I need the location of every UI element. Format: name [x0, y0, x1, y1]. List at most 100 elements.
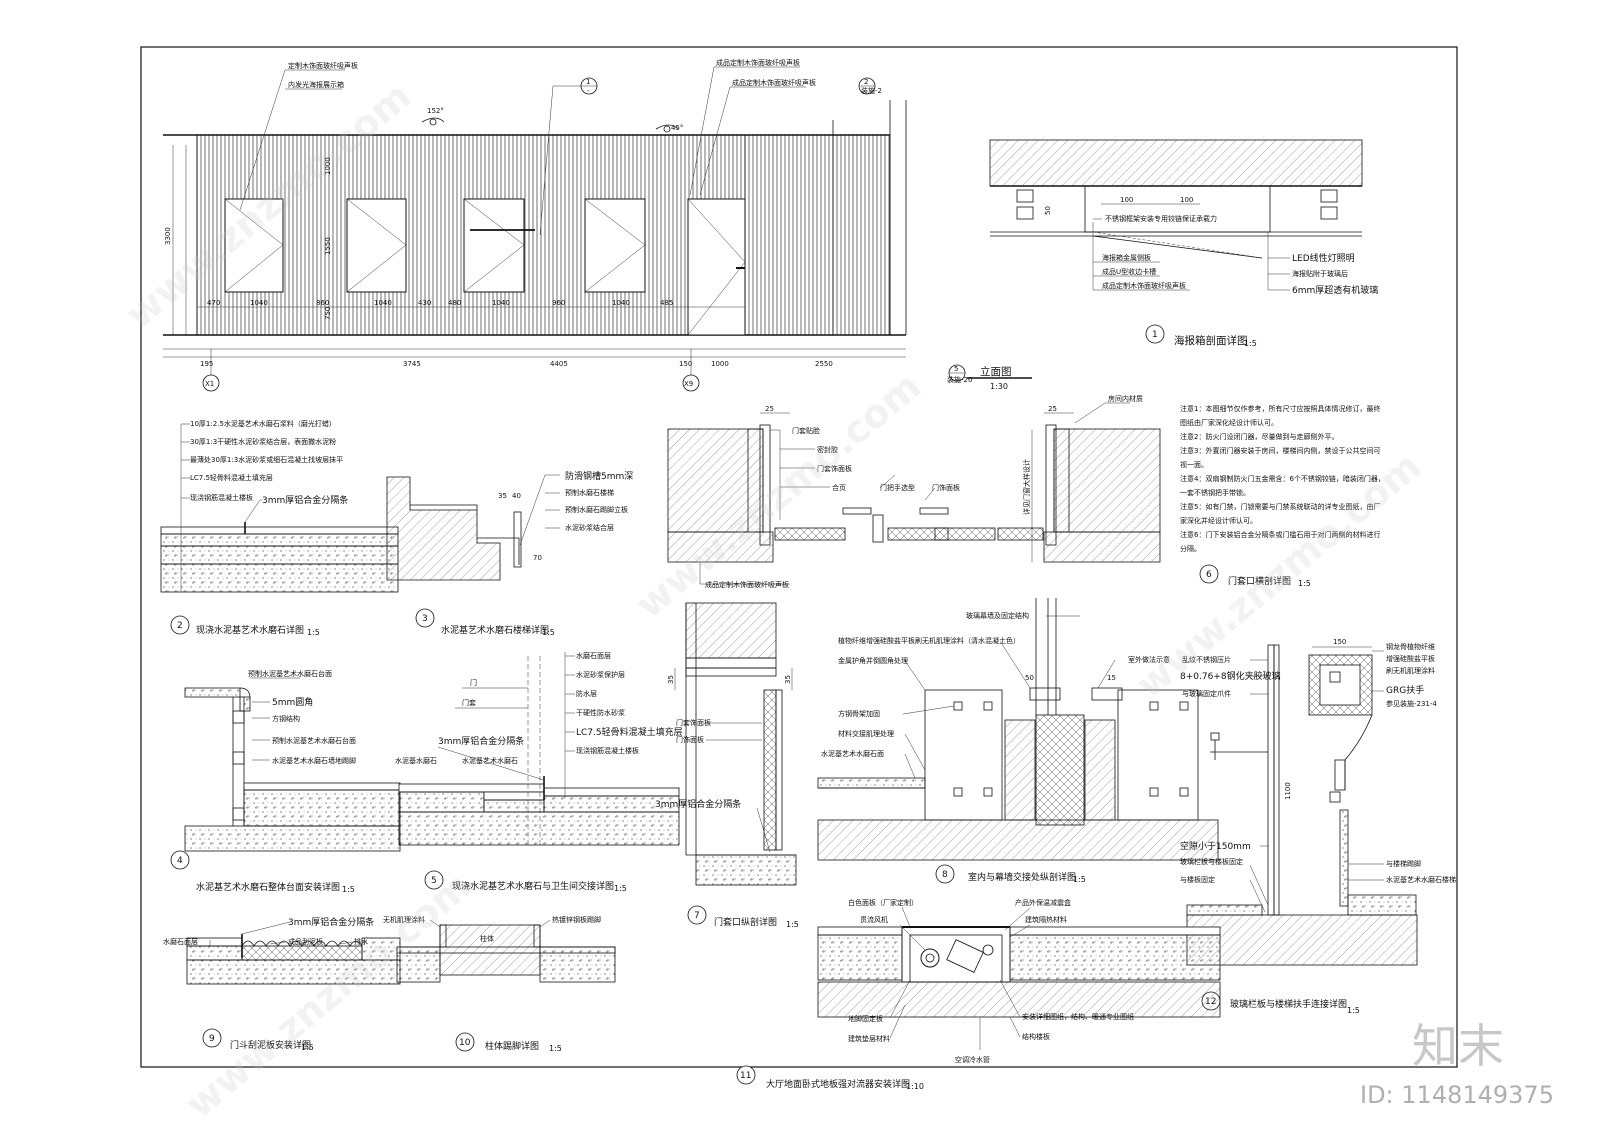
d11-label-8: 空调冷水管	[955, 1055, 990, 1064]
callout-panel-a: 成品定制木饰面玻纤吸声板	[716, 58, 800, 67]
d12-label-6: GRG扶手	[1386, 684, 1424, 696]
d2-title: 现浇水泥基艺术水磨石详图	[196, 624, 304, 636]
d2-label-3: LC7.5轻骨料混凝土填充层	[190, 473, 273, 482]
d7-label-0: 门套饰面板	[676, 718, 711, 727]
detail-7-door-frame-section: 35 35 门套饰面板 门饰面板 3mm厚铝合金分隔条 7 门套口纵剖详图 1:…	[655, 602, 799, 929]
d6-label-7: 房间内材质	[1108, 394, 1143, 403]
detail-2-terrazzo: 10厚1:2.5水泥基艺术水磨石浆料（磨光打蜡） 30厚1:3干硬性水泥砂浆结合…	[160, 419, 399, 637]
watermark-4: www.znzmo.com	[178, 864, 480, 1127]
d6-label-0: 门套贴脸	[792, 426, 820, 435]
d11-label-6: 安装详细图纸，结构、暖通专业图纸	[1022, 1012, 1134, 1021]
bdim-4: 1000	[711, 360, 729, 368]
note-line-10: 分隔。	[1180, 544, 1201, 553]
window-4	[584, 198, 646, 293]
d7-title: 门套口纵剖详图	[714, 916, 777, 928]
d8-label-2: 金属护角并倒圆角处理	[838, 656, 908, 665]
d3-scale: 1:5	[542, 628, 555, 637]
d4-title: 水泥基艺术水磨石整体台面安装详图	[196, 881, 340, 893]
d12-label-8: 空隙小于150mm	[1180, 840, 1251, 852]
detail-10-column-skirting: 无机肌理涂料 柱体 热镀锌钢板踢脚 10 柱体踢脚详图 1:5	[383, 915, 616, 1053]
d8-label-6: 室外做法示意	[1128, 655, 1170, 664]
d6-label-3: 合页	[832, 483, 846, 492]
d3-title: 水泥基艺术水磨石楼梯详图	[441, 624, 549, 636]
d6-dim-1: 25	[1048, 405, 1057, 413]
section-mark-1-sub: -	[587, 87, 590, 95]
section-mark-2: 2	[864, 78, 868, 86]
d11-label-4: 地脚固定板	[848, 1014, 883, 1023]
bdim-2: 4405	[550, 360, 568, 368]
d2-label-1: 30厚1:3干硬性水泥砂浆结合层，表面撒水泥粉	[190, 437, 336, 446]
d11-label-3: 建筑隔热材料	[1025, 915, 1067, 924]
elevation-title-num: 5	[954, 365, 958, 373]
d11-label-1: 贯流风机	[860, 915, 888, 924]
d12-label-4: 增强硅酸盐平板	[1386, 654, 1435, 663]
d7-label-1: 门饰面板	[676, 735, 704, 744]
door	[687, 198, 746, 336]
detail-1-poster-box: 100 100 50 不锈钢框架安装专用铰链保证承载力 海报箱金属侧板 成品U型…	[989, 139, 1378, 348]
note-line-6: 一套不锈钢把手带锁。	[1180, 488, 1250, 497]
d4-label-2: 方钢结构	[272, 714, 300, 723]
window-3	[463, 198, 535, 293]
d9-label-3: 水磨石面层	[163, 937, 198, 946]
dim-v-3: 750	[324, 307, 332, 320]
note-line-8: 家深化并经设计师认可。	[1180, 516, 1257, 525]
note-line-2: 注意2：防火门设闭门器，尽量做到与走廊侧外平。	[1180, 432, 1338, 441]
d8-label-3: 方钢骨架加固	[838, 709, 880, 718]
d9-label-2: 排水	[354, 937, 368, 946]
detail-3-stair: 35 40 70 防滑钢槽5mm深 预制水磨石楼梯 预制水磨石踢脚立板 水泥砂浆…	[386, 470, 633, 637]
d6-title: 门套口横剖详图	[1228, 575, 1291, 587]
detail-6-door-frame-plan: 25 25 门套贴脸 密封胶 门套饰面板 合页 门把手选型 门饰面板 成品定制木…	[667, 394, 1311, 589]
d3-label-3: 水泥砂浆结合层	[565, 523, 614, 532]
d5-num: 5	[431, 876, 437, 886]
wdim-3: 1040	[374, 299, 392, 307]
bdim-1: 3745	[403, 360, 421, 368]
note-line-0: 注意1：本图细节仅作参考，所有尺寸应按照具体情况修订，最终	[1180, 404, 1380, 413]
dim-v-2: 1550	[324, 237, 332, 255]
d10-title: 柱体踢脚详图	[485, 1040, 539, 1052]
d4-scale: 1:5	[342, 885, 355, 894]
d3-dim-0: 35	[498, 492, 507, 500]
wdim-0: 470	[207, 299, 220, 307]
total-height-dim: 3300	[164, 227, 172, 245]
wdim-9: 485	[660, 299, 673, 307]
window-2	[346, 198, 407, 293]
detail-5-bathroom-junction: 门 门套 3mm厚铝合金分隔条 水泥基水磨石 水泥基艺术水磨石 水磨石面层 水泥…	[395, 651, 683, 893]
note-line-9: 注意6：门下安装铝合金分隔条或门槛石用于对门两侧的材料进行	[1180, 530, 1380, 539]
callout-poster-box: 内发光海报展示箱	[288, 80, 344, 89]
d7-dim-1: 35	[784, 675, 792, 684]
d5-scale: 1:5	[614, 884, 627, 893]
d2-label-5: 3mm厚铝合金分隔条	[262, 494, 348, 506]
d8-label-1: 植物纤维增强硅酸盐平板刷无机肌理涂料（清水混凝土色）	[838, 636, 1020, 645]
brand-logo-text: 知末	[1412, 1019, 1504, 1073]
d6-label-8: 详见门窗大样设计	[1022, 459, 1031, 515]
d11-label-5: 建筑垫层材料	[848, 1034, 890, 1043]
d12-label-5: 刷无机肌理涂料	[1386, 666, 1435, 675]
d12-scale: 1:5	[1347, 1006, 1360, 1015]
note-line-7: 注意5：如有门禁，门锁需要与门禁系统联动的详专业图纸，由厂	[1180, 502, 1380, 511]
d8-dim-0: 50	[1025, 674, 1034, 682]
axis-x9: X9	[684, 380, 693, 388]
d5-label-4: 水泥基艺术水磨石	[462, 756, 518, 765]
d2-num: 2	[177, 621, 183, 631]
wdim-4: 430	[418, 299, 431, 307]
d10-label-1: 柱体	[480, 934, 494, 943]
d10-label-0: 无机肌理涂料	[383, 915, 425, 924]
wdim-6: 1040	[492, 299, 510, 307]
detail-11-floor-convector: 白色面板（厂家定制） 贯流风机 产品外保温减震盒 建筑隔热材料 地脚固定板 建筑…	[736, 898, 1221, 1091]
callout-acoustic-panel: 定制木饰面玻纤吸声板	[288, 61, 358, 70]
d1-title: 海报箱剖面详图	[1174, 334, 1248, 347]
d8-title: 室内与幕墙交接处纵剖详图	[968, 871, 1076, 883]
d5-label-2: 3mm厚铝合金分隔条	[438, 735, 524, 747]
d8-dim-1: 15	[1107, 674, 1116, 682]
d11-label-2: 产品外保温减震盒	[1015, 898, 1071, 907]
d8-scale: 1:5	[1073, 875, 1086, 884]
d1-dim-0: 50	[1044, 206, 1052, 215]
d6-label-1: 密封胶	[817, 445, 838, 454]
elevation-title: 立面图	[980, 365, 1012, 378]
section-mark-2-sub: 装施-2	[861, 86, 882, 95]
elevation-title-sheet: 装施-20	[947, 375, 972, 384]
d7-dim-0: 35	[667, 675, 675, 684]
d1-label-5: 海报贴附于玻璃后	[1292, 269, 1348, 278]
d11-title: 大厅地面卧式地板强对流器安装详图	[766, 1078, 910, 1090]
d4-label-4: 水泥基艺术水磨石墙地踢脚	[272, 756, 356, 765]
